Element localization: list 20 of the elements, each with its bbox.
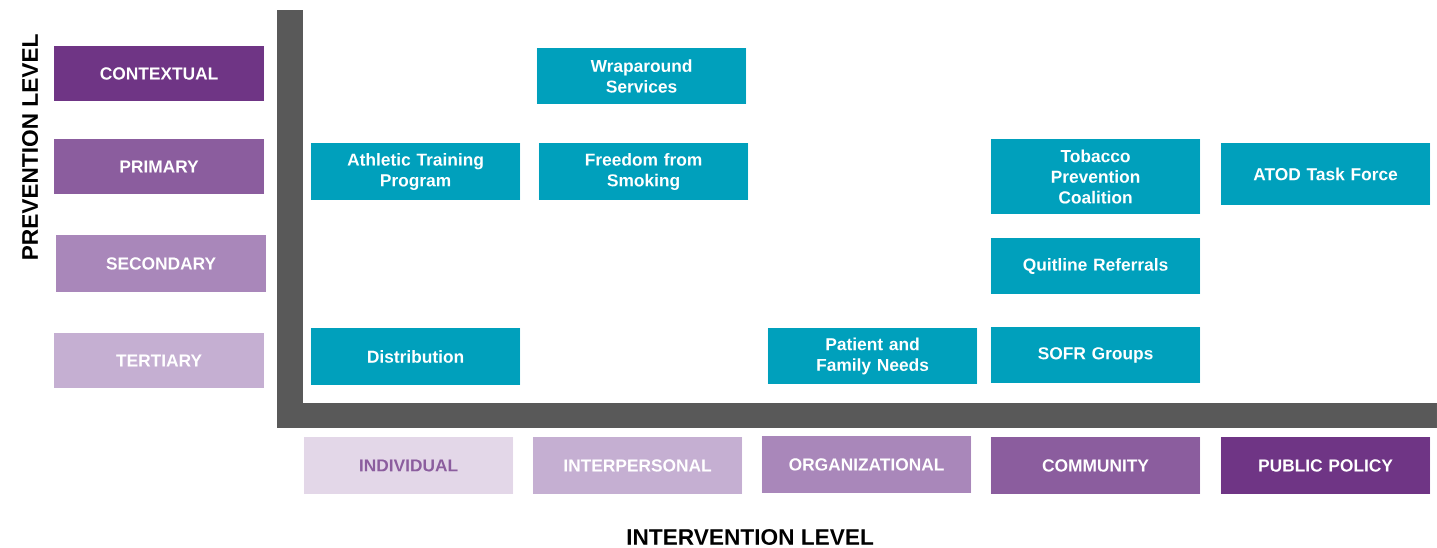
level-box: CONTEXTUAL [54, 46, 264, 101]
axis-title: INTERVENTION LEVEL [627, 528, 874, 545]
level-box: SECONDARY [56, 234, 266, 292]
level-box: INDIVIDUAL [304, 436, 514, 494]
axis-title: PREVENTION LEVEL [22, 34, 39, 259]
program-box: SOFR Groups [991, 327, 1201, 383]
program-box: Distribution [311, 327, 521, 386]
level-box: PUBLIC POLICY [1221, 436, 1431, 494]
level-box: INTERPERSONAL [533, 436, 743, 494]
program-box: Freedom from Smoking [539, 142, 749, 201]
program-box: Tobacco Prevention Coalition [991, 139, 1201, 214]
program-box: ATOD Task Force [1221, 143, 1431, 205]
program-box: Quitline Referrals [991, 238, 1201, 294]
program-box: Athletic Training Program [311, 142, 521, 201]
level-box: PRIMARY [54, 139, 264, 194]
program-box: Patient and Family Needs [768, 328, 978, 384]
level-box: TERTIARY [54, 333, 264, 388]
level-box: ORGANIZATIONAL [762, 435, 972, 494]
level-box: COMMUNITY [991, 436, 1201, 494]
program-box: Wraparound Services [537, 48, 747, 104]
